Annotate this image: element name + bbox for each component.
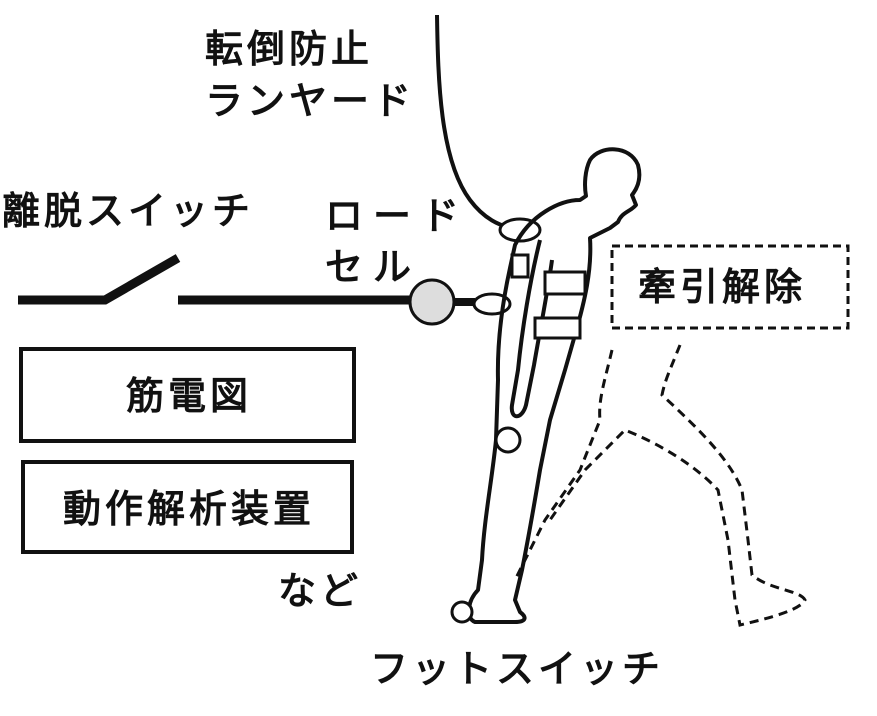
harness-chest-strap — [543, 270, 587, 296]
release-switch-symbol — [18, 254, 181, 305]
emg-label: 筋電図 — [126, 374, 253, 418]
motion-analysis-box — [21, 460, 354, 554]
etc-label: など — [278, 569, 363, 613]
load-cell-label-line1: ロード — [325, 194, 470, 238]
foot-switch-marker — [450, 600, 474, 624]
traction-release-box — [610, 244, 850, 330]
lanyard-label-line2: ランヤード — [205, 79, 416, 123]
load-cell-label-line2: セル — [325, 245, 422, 289]
dashed-leg-front — [548, 344, 807, 627]
walking-person — [466, 147, 642, 624]
knee-marker — [494, 426, 522, 454]
motion-analysis-label: 動作解析装置 — [63, 487, 316, 531]
harness-waist-strap — [533, 316, 582, 340]
lanyard-rope — [435, 14, 511, 230]
harness-side-strap — [510, 253, 530, 279]
foot-switch-label: フットスイッチ — [370, 647, 665, 691]
emg-box — [19, 347, 356, 443]
release-switch-label: 離脱スイッチ — [2, 189, 255, 233]
traction-release-label: 牽引解除 — [638, 265, 807, 309]
dashed-leg-back — [513, 349, 614, 581]
person-arm — [509, 239, 554, 419]
lanyard-label-line1: 転倒防止 — [205, 27, 374, 71]
